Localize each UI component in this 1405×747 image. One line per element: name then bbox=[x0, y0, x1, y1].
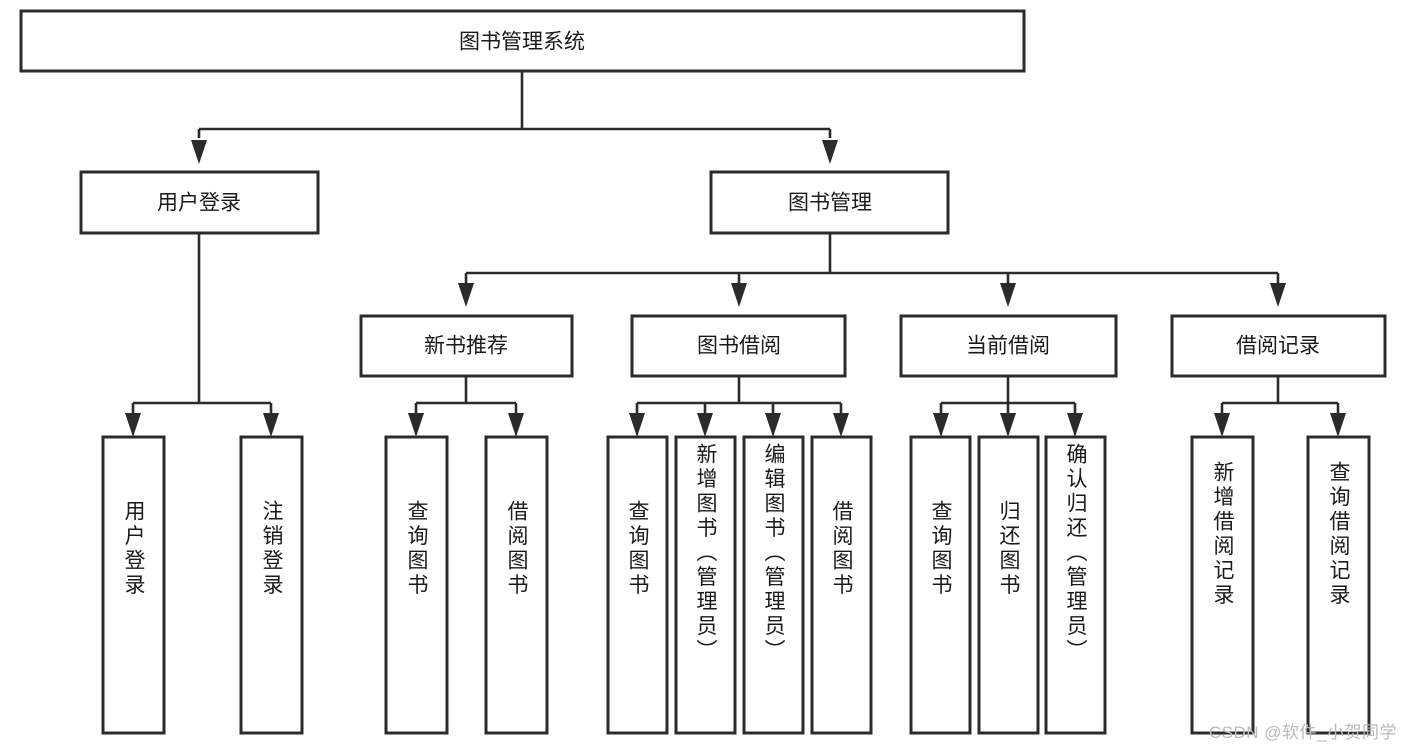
edge-currentborrow-to-leaves bbox=[939, 376, 1077, 413]
arrowhead-userlogin-leaf-1 bbox=[125, 413, 141, 437]
leaf-box-new-book-1[interactable] bbox=[384, 435, 449, 735]
node-book-borrow-box[interactable] bbox=[630, 314, 847, 378]
leaf-box-user-login-2[interactable] bbox=[239, 435, 304, 735]
arrowhead-to-new-book bbox=[458, 283, 474, 307]
leaf-box-new-book-2[interactable] bbox=[484, 435, 549, 735]
arrowhead-bookborrow-leaf-1 bbox=[629, 413, 645, 437]
leaf-box-layer bbox=[101, 435, 1371, 735]
arrowhead-bookborrow-leaf-4 bbox=[833, 413, 849, 437]
arrowhead-currentborrow-leaf-2 bbox=[1000, 413, 1016, 437]
leaf-box-borrow-record-1[interactable] bbox=[1190, 435, 1255, 735]
node-root[interactable]: 图书管理系统 bbox=[19, 9, 1026, 73]
node-new-book-recommend[interactable]: 新书推荐 bbox=[359, 314, 574, 378]
node-current-borrow-box[interactable] bbox=[899, 314, 1118, 378]
arrowhead-to-book-borrow bbox=[731, 283, 747, 307]
node-book-borrow[interactable]: 图书借阅 bbox=[630, 314, 847, 378]
leaf-box-user-login-1[interactable] bbox=[101, 435, 166, 735]
leaf-box-book-borrow-2[interactable] bbox=[674, 435, 737, 735]
arrowhead-borrowrecord-leaf-1 bbox=[1214, 413, 1230, 437]
arrowhead-to-current-borrow bbox=[1000, 283, 1016, 307]
leaf-box-current-borrow-1[interactable] bbox=[909, 435, 972, 735]
node-user-login-box[interactable] bbox=[79, 170, 320, 235]
node-borrow-record-label: 借阅记录 bbox=[1236, 335, 1320, 358]
arrowhead-bookborrow-leaf-2 bbox=[697, 413, 713, 437]
connector-layer bbox=[125, 71, 1346, 437]
edge-bookborrow-to-leaves bbox=[635, 376, 843, 413]
edge-newbook-to-leaves bbox=[414, 376, 518, 413]
node-borrow-record-box[interactable] bbox=[1170, 314, 1387, 378]
leaf-box-borrow-record-2[interactable] bbox=[1306, 435, 1371, 735]
leaf-box-book-borrow-4[interactable] bbox=[810, 435, 873, 735]
edge-root-to-level2-bus bbox=[197, 71, 832, 138]
arrowhead-to-book-manage bbox=[822, 140, 838, 164]
node-user-login-label: 用户登录 bbox=[157, 192, 241, 215]
node-current-borrow[interactable]: 当前借阅 bbox=[899, 314, 1118, 378]
arrowhead-currentborrow-leaf-1 bbox=[933, 413, 949, 437]
node-book-manage-label: 图书管理 bbox=[788, 192, 872, 215]
edge-userlogin-to-leaves bbox=[131, 233, 273, 413]
edge-borrowrecord-to-leaves bbox=[1220, 376, 1340, 413]
arrowhead-to-borrow-record bbox=[1270, 283, 1286, 307]
arrowhead-newbook-leaf-2 bbox=[508, 413, 524, 437]
node-root-label: 图书管理系统 bbox=[459, 31, 585, 54]
arrowhead-to-user-login bbox=[191, 140, 207, 164]
arrowhead-newbook-leaf-1 bbox=[408, 413, 424, 437]
leaf-box-current-borrow-2[interactable] bbox=[977, 435, 1040, 735]
leaf-box-book-borrow-1[interactable] bbox=[606, 435, 669, 735]
node-new-book-recommend-box[interactable] bbox=[359, 314, 574, 378]
node-root-box[interactable] bbox=[19, 9, 1026, 73]
node-book-manage[interactable]: 图书管理 bbox=[709, 170, 950, 235]
csdn-watermark: CSDN @软件_小贺同学 bbox=[1208, 723, 1397, 742]
node-book-borrow-label: 图书借阅 bbox=[697, 335, 781, 358]
arrowhead-bookborrow-leaf-3 bbox=[765, 413, 781, 437]
node-borrow-record[interactable]: 借阅记录 bbox=[1170, 314, 1387, 378]
arrowhead-userlogin-leaf-2 bbox=[263, 413, 279, 437]
node-new-book-recommend-label: 新书推荐 bbox=[424, 335, 508, 358]
arrowhead-borrowrecord-leaf-2 bbox=[1330, 413, 1346, 437]
node-user-login[interactable]: 用户登录 bbox=[79, 170, 320, 235]
leaf-box-book-borrow-3[interactable] bbox=[742, 435, 805, 735]
node-book-manage-box[interactable] bbox=[709, 170, 950, 235]
arrowhead-currentborrow-leaf-3 bbox=[1067, 413, 1083, 437]
leaf-box-current-borrow-3[interactable] bbox=[1044, 435, 1107, 735]
edge-bookmanage-to-level3-bus bbox=[464, 233, 1280, 283]
node-current-borrow-label: 当前借阅 bbox=[966, 335, 1050, 358]
